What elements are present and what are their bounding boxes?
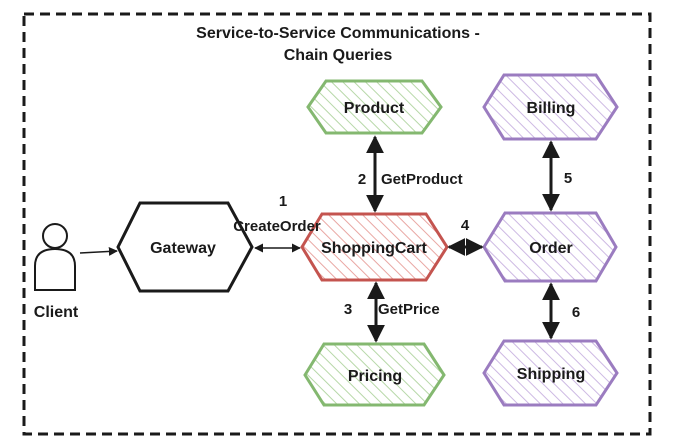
create-order-label: CreateOrder xyxy=(233,218,321,235)
client-person-icon xyxy=(34,223,76,291)
diagram-title-line1: Service-to-Service Communications - xyxy=(196,25,480,42)
order-billing-step-label: 5 xyxy=(564,170,572,187)
get-product-label: GetProduct xyxy=(381,171,463,188)
client-to-gateway-arrow xyxy=(79,246,118,256)
billing-node xyxy=(482,73,619,141)
pricing-label: Pricing xyxy=(348,368,402,385)
shipping-label: Shipping xyxy=(517,366,585,383)
gateway-label: Gateway xyxy=(150,240,216,257)
outer-dashed-frame xyxy=(22,12,652,436)
billing-label: Billing xyxy=(527,100,576,117)
get-price-label: GetPrice xyxy=(378,301,440,318)
cart-order-step-label: 4 xyxy=(461,217,470,234)
shoppingcart-node xyxy=(300,212,449,282)
get-product-step-label: 2 xyxy=(358,171,366,188)
shoppingcart-label: ShoppingCart xyxy=(321,240,427,257)
order-label: Order xyxy=(529,240,573,257)
pricing-node xyxy=(303,342,446,407)
create-order-step-label: 1 xyxy=(279,193,287,210)
product-label: Product xyxy=(344,100,405,117)
client-label: Client xyxy=(34,304,79,321)
gateway-node xyxy=(116,201,254,293)
get-price-step-label: 3 xyxy=(344,301,352,318)
product-node xyxy=(306,79,443,135)
diagram-title-line2: Chain Queries xyxy=(284,47,393,64)
order-node xyxy=(482,211,618,283)
shipping-node xyxy=(482,339,619,407)
order-shipping-step-label: 6 xyxy=(572,304,580,321)
